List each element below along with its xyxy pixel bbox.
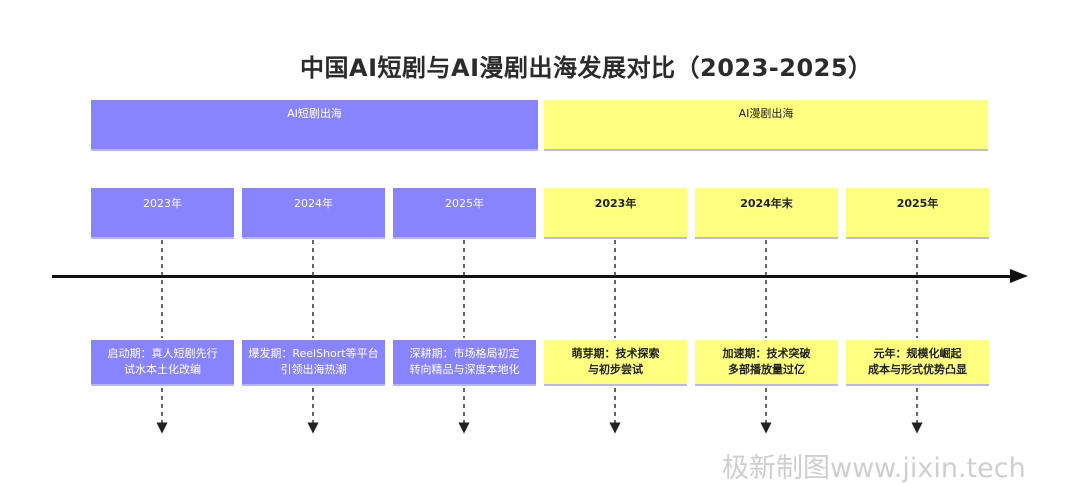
- event-line: 元年：规模化崛起: [873, 347, 962, 360]
- event-line: 引领出海热潮: [280, 363, 347, 376]
- section-ai-short-drama: AI短剧出海: [91, 100, 538, 151]
- event-box-short-2023: 启动期：真人短剧先行 试水本土化改编: [91, 340, 234, 386]
- timeline-arrowhead: [1010, 269, 1028, 283]
- year-box-comic-2024-end: 2024年末: [695, 188, 838, 239]
- timeline-axis: [52, 275, 1014, 278]
- event-line: 加速期：技术突破: [722, 347, 811, 360]
- year-box-comic-2023: 2023年: [544, 188, 687, 239]
- year-box-short-2023: 2023年: [91, 188, 234, 239]
- year-box-short-2024: 2024年: [242, 188, 385, 239]
- year-label: 2025年: [445, 197, 484, 210]
- year-box-short-2025: 2025年: [393, 188, 536, 239]
- year-label: 2023年: [594, 197, 637, 210]
- section-label: AI漫剧出海: [738, 107, 794, 120]
- section-ai-comic-drama: AI漫剧出海: [544, 100, 988, 151]
- event-line: 转向精品与深度本地化: [409, 363, 520, 376]
- event-box-short-2025: 深耕期：市场格局初定 转向精品与深度本地化: [393, 340, 536, 386]
- event-box-comic-2025: 元年：规模化崛起 成本与形式优势凸显: [846, 340, 989, 386]
- year-box-comic-2025: 2025年: [846, 188, 989, 239]
- event-line: 多部播放量过亿: [728, 363, 805, 376]
- year-label: 2023年: [143, 197, 182, 210]
- event-line: 启动期：真人短剧先行: [107, 347, 218, 360]
- year-label: 2025年: [896, 197, 939, 210]
- event-line: 深耕期：市场格局初定: [409, 347, 520, 360]
- watermark: 极新制图www.jixin.tech: [722, 453, 1026, 484]
- event-box-short-2024: 爆发期：ReelShort等平台 引领出海热潮: [242, 340, 385, 386]
- event-line: 萌芽期：技术探索: [571, 347, 660, 360]
- event-line: 与初步尝试: [588, 363, 643, 376]
- event-line: 爆发期：ReelShort等平台: [248, 347, 379, 360]
- event-line: 试水本土化改编: [124, 363, 201, 376]
- year-label: 2024年末: [740, 197, 793, 210]
- year-label: 2024年: [294, 197, 333, 210]
- event-box-comic-2024-end: 加速期：技术突破 多部播放量过亿: [695, 340, 838, 386]
- event-line: 成本与形式优势凸显: [868, 363, 967, 376]
- event-box-comic-2023: 萌芽期：技术探索 与初步尝试: [544, 340, 687, 386]
- section-label: AI短剧出海: [287, 107, 342, 120]
- diagram-title: 中国AI短剧与AI漫剧出海发展对比（2023-2025）: [300, 54, 873, 82]
